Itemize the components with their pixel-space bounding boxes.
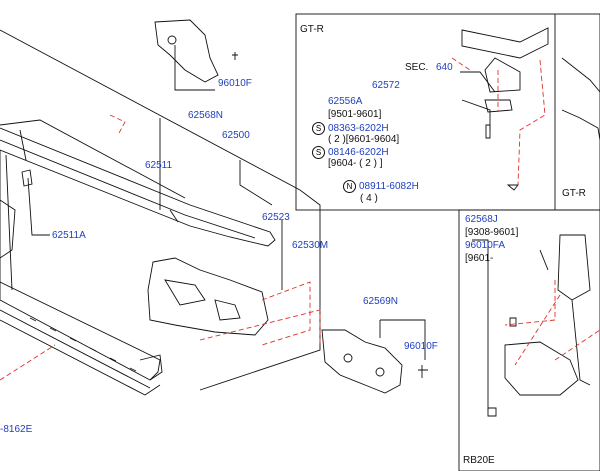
s-symbol-2: S: [312, 146, 325, 159]
bracket-62523: [147, 257, 269, 336]
nut-qty: ( 4 ): [360, 193, 378, 204]
bolt-2-qty: [9604- ( 2 ) ]: [328, 158, 383, 169]
dash-upper: [109, 114, 126, 136]
part-96010f-top[interactable]: 96010F: [218, 78, 252, 89]
bracket-62569n: [321, 329, 403, 394]
sec-640-link[interactable]: 640: [436, 62, 453, 73]
part-62511a[interactable]: 62511A: [52, 230, 86, 241]
part-62530m[interactable]: 62530M: [292, 240, 329, 251]
part-08363-6202h[interactable]: 08363-6202H: [328, 123, 389, 135]
part-62556a[interactable]: 62556A: [328, 96, 363, 107]
gtr-inset-title: GT-R: [300, 24, 324, 35]
gtr-inset-frame: [295, 13, 600, 211]
range-96010fa: [9601-: [465, 253, 494, 264]
part-96010fa[interactable]: 96010FA: [465, 240, 506, 251]
part-62523[interactable]: 62523: [262, 212, 290, 223]
range-62568j: [9308-9601]: [465, 227, 519, 238]
dash-gtr2: [451, 57, 471, 71]
sec-prefix: SEC.: [405, 62, 429, 73]
part-62569n[interactable]: 62569N: [363, 296, 399, 307]
part-62511[interactable]: 62511: [145, 160, 173, 171]
dash-left: [0, 344, 56, 381]
range-62556a: [9501-9601]: [328, 109, 382, 120]
bolt-1-qty: ( 2 )[9601-9604]: [328, 134, 400, 145]
gtr-sub-title: GT-R: [562, 188, 586, 199]
n-symbol: N: [343, 180, 356, 193]
dash-gtr: [497, 59, 546, 186]
rb20e-inset-frame: [458, 209, 600, 471]
rb20e-footer: RB20E: [463, 455, 495, 466]
part-bolt-bottom-left[interactable]: -8162E: [0, 424, 33, 435]
dash-right: [199, 309, 321, 345]
bracket-62568n: [154, 19, 219, 83]
part-62572[interactable]: 62572: [372, 80, 400, 91]
part-62568n[interactable]: 62568N: [188, 110, 224, 121]
dash-bracket: [261, 281, 311, 346]
part-62500[interactable]: 62500: [222, 130, 250, 141]
dash-rb20e: [504, 280, 561, 366]
part-96010f-bottom[interactable]: 96010F: [404, 341, 438, 352]
part-62568j[interactable]: 62568J: [465, 214, 498, 225]
part-08146-6202h[interactable]: 08146-6202H: [328, 147, 389, 159]
radiator-core-support: [0, 119, 276, 396]
part-08911-6082h[interactable]: 08911-6082H: [359, 181, 419, 193]
s-symbol-1: S: [312, 122, 325, 135]
